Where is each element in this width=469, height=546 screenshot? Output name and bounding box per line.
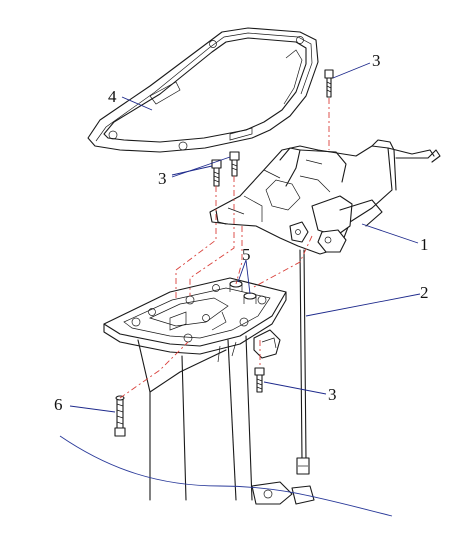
bolt-top-right bbox=[324, 69, 334, 98]
housing-part bbox=[103, 277, 293, 505]
break-curve bbox=[59, 435, 393, 517]
gasket-part bbox=[87, 27, 319, 153]
callout-2: 2 bbox=[420, 283, 429, 302]
callout-5: 5 bbox=[242, 245, 251, 264]
centerlines bbox=[119, 98, 330, 399]
pins-part bbox=[229, 280, 257, 304]
callout-1: 1 bbox=[420, 235, 429, 254]
shift-rod-part bbox=[291, 249, 315, 505]
callout-6: 6 bbox=[54, 395, 63, 414]
bolt-bottom bbox=[254, 367, 265, 393]
callout-labels: 4 3 3 1 5 2 3 6 bbox=[54, 51, 429, 414]
callout-4: 4 bbox=[108, 87, 117, 106]
stud-part bbox=[114, 395, 126, 437]
callout-3-left: 3 bbox=[158, 169, 167, 188]
callout-3-top-right: 3 bbox=[372, 51, 381, 70]
leader-lines bbox=[69, 62, 421, 413]
bolts-left bbox=[211, 151, 240, 187]
shift-bracket-part bbox=[209, 139, 441, 255]
callout-3-bottom: 3 bbox=[328, 385, 337, 404]
